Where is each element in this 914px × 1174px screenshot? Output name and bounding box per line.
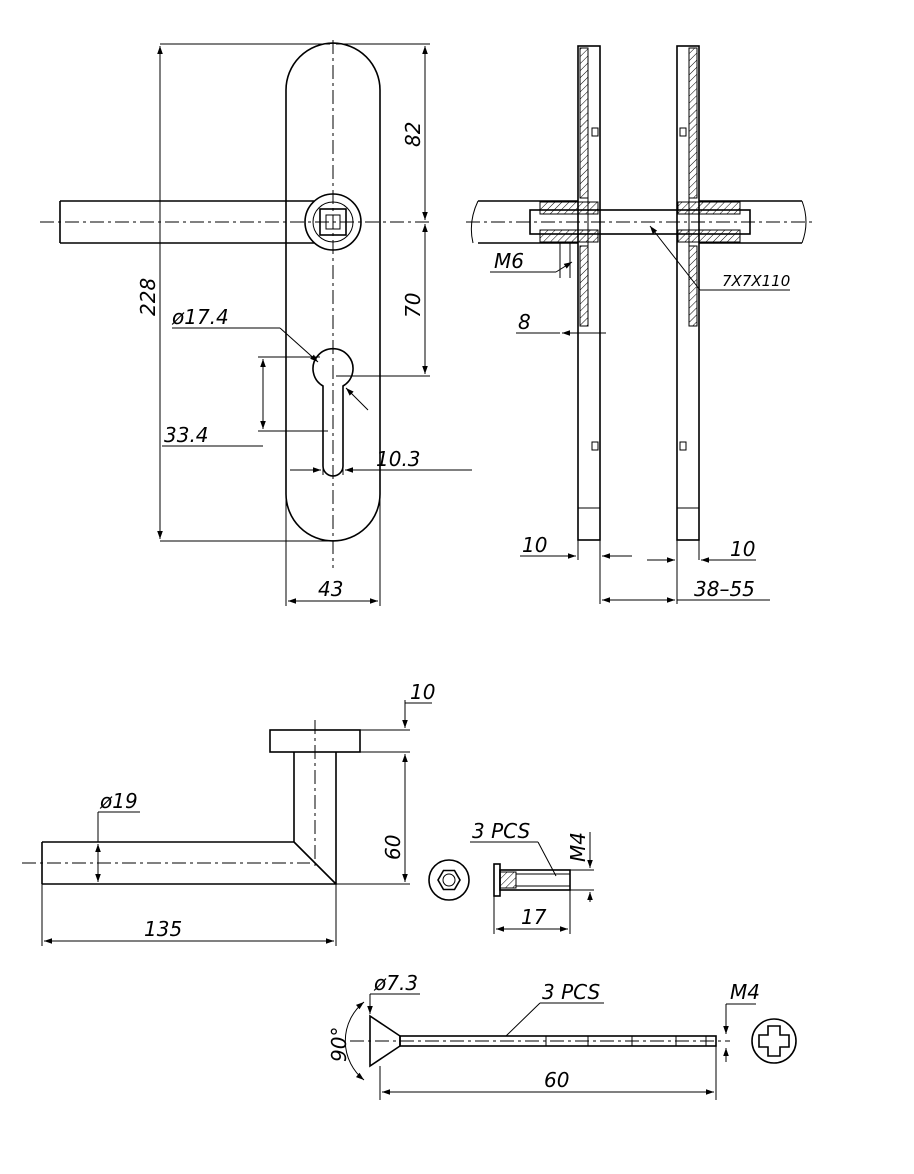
spindle-square <box>319 208 347 236</box>
dim-plate-width: 43 <box>318 577 343 601</box>
dim-handle-height: 60 <box>381 835 405 860</box>
dim-door-thickness: 38–55 <box>694 577 755 601</box>
nut-outer-circle <box>428 859 470 901</box>
dim-cylinder-width: 10.3 <box>376 447 421 471</box>
left-plate <box>577 45 601 541</box>
section-view: M6 7X7X110 8 10 10 38–55 <box>466 45 812 604</box>
dim-cylinder-diameter: ø17.4 <box>171 305 229 329</box>
left-plate-upper-hatch <box>579 47 589 199</box>
screw-head-diameter: ø7.3 <box>373 971 418 995</box>
cylinder-keyhole <box>312 347 354 477</box>
dim-plate-thickness-left: 10 <box>522 533 547 557</box>
section-handles <box>478 200 802 244</box>
left-plate-lower-hatch <box>579 245 589 327</box>
screw-quantity: 3 PCS <box>542 980 600 1004</box>
screw-length: 60 <box>544 1068 569 1092</box>
dim-spindle-to-cylinder: 70 <box>401 293 425 318</box>
front-handle-lever <box>59 200 314 244</box>
handle-view: 10 60 ø19 135 <box>22 680 435 946</box>
screw-view: ø7.3 90° 3 PCS M4 60 <box>327 971 797 1100</box>
handle-body <box>41 752 337 885</box>
dim-plate-thickness-right: 10 <box>730 537 755 561</box>
spindle-rose-inner <box>312 201 354 243</box>
nut-thread: M4 <box>566 832 590 862</box>
dim-rose-thickness: 10 <box>410 680 435 704</box>
right-plate <box>676 45 700 541</box>
left-rose-section <box>539 201 599 215</box>
nut-hexagon <box>437 869 461 891</box>
nut-quantity: 3 PCS <box>472 819 530 843</box>
dim-screw-thread: M6 <box>494 249 524 273</box>
spindle-square-inner <box>325 214 341 230</box>
front-view: 228 82 70 ø17.4 33.4 10.3 43 <box>40 40 472 606</box>
dim-depth: 8 <box>518 310 531 334</box>
dim-handle-diameter: ø19 <box>99 789 138 813</box>
nut-flange <box>493 863 501 897</box>
nut-view: 3 PCS M4 17 <box>428 819 594 934</box>
screw-head-angle: 90° <box>327 1027 351 1062</box>
spindle-rose <box>304 193 362 251</box>
dim-upper-to-spindle: 82 <box>401 122 425 147</box>
dim-handle-length: 135 <box>144 917 182 941</box>
nut-length: 17 <box>521 905 547 929</box>
angle-arc <box>344 1001 365 1081</box>
phillips-cross-icon <box>758 1025 790 1057</box>
right-rose-section <box>677 201 741 215</box>
dim-spindle: 7X7X110 <box>722 272 790 290</box>
dim-height-total: 228 <box>136 278 160 316</box>
screw-end-circle <box>751 1018 797 1064</box>
right-plate-lower-hatch <box>688 245 698 327</box>
screw-thread: M4 <box>730 980 760 1004</box>
right-plate-upper-hatch <box>688 47 698 199</box>
dim-cylinder-length: 33.4 <box>164 423 209 447</box>
